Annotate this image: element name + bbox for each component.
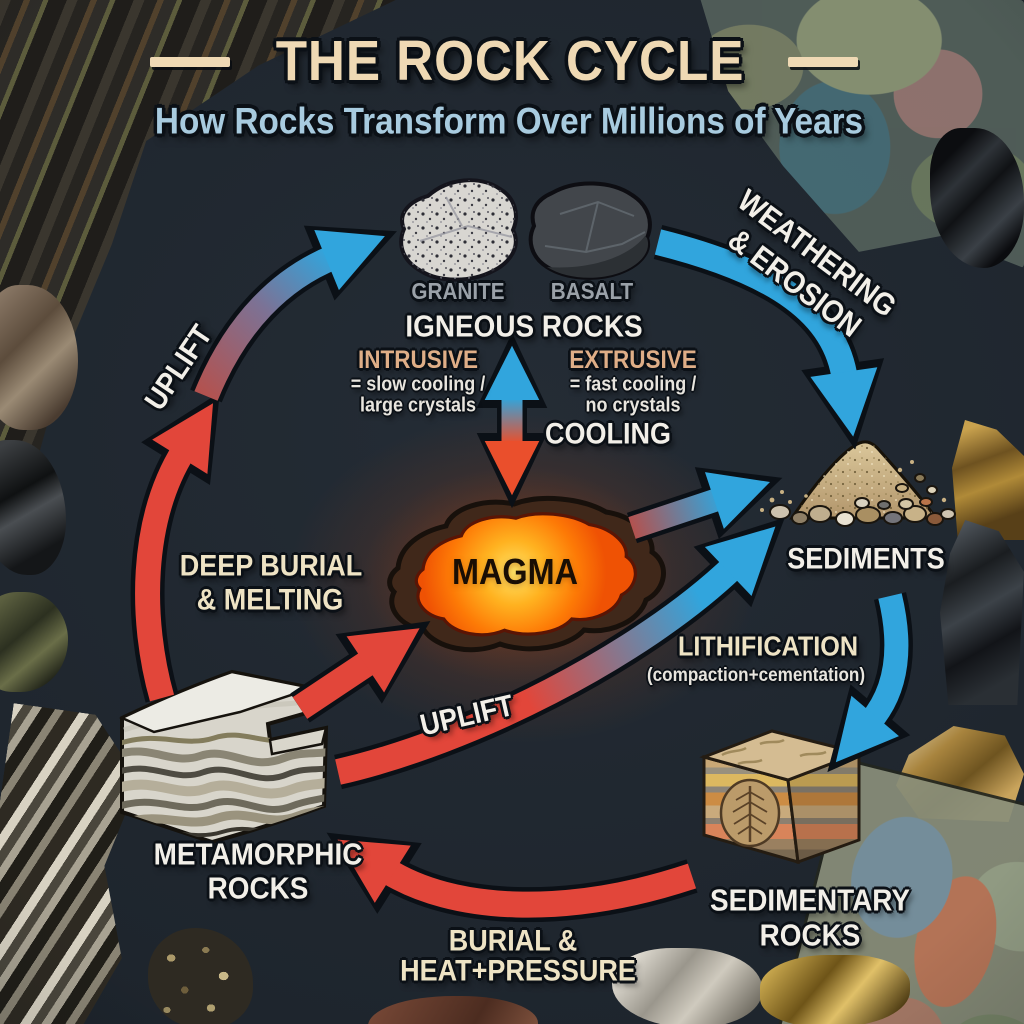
- lithification-arrow: [827, 592, 913, 773]
- page-title: THE ROCK CYCLE: [275, 29, 745, 94]
- metamorphic-rocks-label-line2: ROCKS: [207, 870, 309, 906]
- cooling-label: COOLING: [545, 417, 671, 451]
- sedimentary-rocks-label-line2: ROCKS: [759, 917, 861, 953]
- sediments-illustration: [760, 440, 956, 527]
- metamorphic-rocks-label-line1: METAMORPHIC: [153, 836, 363, 872]
- magma-label: MAGMA: [452, 551, 578, 593]
- uplift-center-arrow: [334, 517, 785, 790]
- title-dash-left: [150, 57, 230, 67]
- page-subtitle: How Rocks Transform Over Millions of Yea…: [154, 100, 864, 142]
- basalt-illustration: [528, 181, 652, 280]
- lithification-label: LITHIFICATION: [677, 630, 859, 662]
- uplift-to-igneous-arrow: [190, 225, 397, 403]
- sedimentary-rocks-label-line1: SEDIMENTARY: [710, 882, 910, 918]
- igneous-rocks-label: IGNEOUS ROCKS: [405, 308, 643, 344]
- intrusive-desc-line1: = slow cooling /: [350, 373, 486, 396]
- intrusive-desc-line2: large crystals: [359, 394, 477, 417]
- intrusive-label: INTRUSIVE: [357, 345, 479, 374]
- weathering-erosion-arrow: [653, 225, 885, 450]
- extrusive-desc-line1: = fast cooling /: [569, 373, 697, 396]
- burial-heat-pressure-arrow: [326, 832, 698, 923]
- sedimentary-rocks-illustration: [699, 729, 864, 865]
- burial-heat-pressure-line2: HEAT+PRESSURE: [400, 954, 636, 988]
- lithification-sub-label: (compaction+cementation): [646, 665, 866, 687]
- deep-burial-melting-line1: DEEP BURIAL: [179, 549, 363, 583]
- uplift-left-arrow: [130, 392, 220, 703]
- cooling-arrow: [476, 332, 548, 509]
- granite-label: GRANITE: [411, 277, 505, 304]
- magma-to-sediments-arrow: [626, 467, 783, 544]
- title-dash-right: [788, 57, 858, 67]
- magma-illustration: [387, 495, 666, 653]
- basalt-label: BASALT: [550, 277, 634, 304]
- granite-illustration: [399, 178, 518, 282]
- extrusive-desc-line2: no crystals: [585, 394, 681, 417]
- extrusive-label: EXTRUSIVE: [569, 345, 697, 374]
- deep-burial-melting-line2: & MELTING: [196, 583, 344, 617]
- burial-heat-pressure-line1: BURIAL &: [448, 924, 578, 958]
- metamorphic-to-magma-arrow: [290, 621, 431, 723]
- sediments-label: SEDIMENTS: [787, 542, 945, 576]
